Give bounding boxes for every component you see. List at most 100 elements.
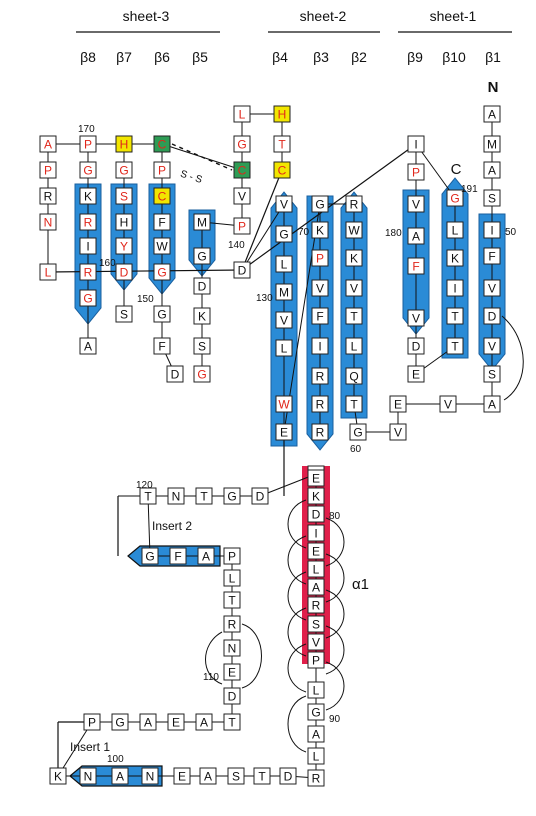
- residue-letter: V: [412, 198, 420, 212]
- residue-box: [407, 135, 425, 153]
- residue: V: [275, 311, 293, 329]
- residue: P: [407, 163, 425, 181]
- residue-letter: R: [316, 398, 325, 412]
- residue-letter: V: [350, 282, 358, 296]
- residue-box: [153, 187, 171, 205]
- residue-number-150: 150: [137, 294, 154, 305]
- residue-number-50: 50: [505, 227, 517, 238]
- residue-box: [483, 189, 501, 207]
- residue-letter: D: [312, 508, 321, 522]
- residue-letter: A: [488, 164, 496, 178]
- residue-box: [439, 395, 457, 413]
- residue-box: [195, 713, 213, 731]
- helix-hbond-arc: [287, 643, 307, 693]
- residue-box: [223, 591, 241, 609]
- residue-box: [233, 187, 251, 205]
- residue: R: [79, 263, 97, 281]
- residue-letter: F: [174, 550, 181, 564]
- disulfide-label: S - S: [179, 169, 204, 186]
- residue-box: [153, 237, 171, 255]
- helix-hbond-arc: [325, 553, 345, 603]
- residue: D: [407, 337, 425, 355]
- residue-box: [275, 195, 293, 213]
- residue-box: [115, 135, 133, 153]
- residue-box: [233, 261, 251, 279]
- residue-letter: I: [86, 240, 89, 254]
- residue-box: [193, 307, 211, 325]
- backbone-connector: [283, 203, 321, 433]
- residue-letter: L: [45, 266, 52, 280]
- residue-box: [233, 161, 251, 179]
- residue-box: [153, 305, 171, 323]
- residue-letter: K: [54, 770, 62, 784]
- residue: H: [115, 213, 133, 231]
- residue-letter: A: [488, 398, 496, 412]
- residue-box: [227, 767, 245, 785]
- residue: V: [275, 195, 293, 213]
- residue-number-80: 80: [329, 511, 341, 522]
- residue-box: [79, 161, 97, 179]
- residue-box: [39, 263, 57, 281]
- c-terminus-label: C: [451, 161, 462, 178]
- residue-letter: A: [204, 770, 212, 784]
- residue-letter: K: [198, 310, 206, 324]
- residue: P: [83, 713, 101, 731]
- residue-number-60: 60: [350, 444, 362, 455]
- residue: G: [115, 161, 133, 179]
- residue: I: [79, 237, 97, 255]
- residue: G: [111, 713, 129, 731]
- residue-letter: S: [312, 618, 320, 632]
- crossover-line: [241, 169, 283, 271]
- residue-letter: G: [227, 490, 236, 504]
- residue: R: [311, 367, 329, 385]
- residue: G: [275, 225, 293, 243]
- residue-box: [446, 249, 464, 267]
- residue: S: [483, 365, 501, 383]
- helix-hbond-arc: [287, 499, 307, 549]
- residue-letter: F: [316, 310, 323, 324]
- residue: A: [483, 395, 501, 413]
- sheet-1-label: sheet-1: [430, 8, 477, 24]
- residue: T: [223, 713, 241, 731]
- helix-hbond-arc: [287, 535, 307, 585]
- residue: M: [275, 283, 293, 301]
- residue-letter: G: [115, 716, 124, 730]
- residue: S: [193, 337, 211, 355]
- residue-box: [311, 423, 329, 441]
- residue-box: [446, 221, 464, 239]
- residue: V: [345, 279, 363, 297]
- residue-letter: T: [144, 490, 152, 504]
- residue-box: [345, 249, 363, 267]
- residue-letter: N: [172, 490, 181, 504]
- residue-box: [307, 681, 325, 699]
- residue-number-140: 140: [228, 240, 245, 251]
- residue-box: [111, 713, 129, 731]
- residue: A: [307, 578, 325, 596]
- residue-box: [307, 505, 325, 523]
- strand-label-b9: β9: [407, 49, 423, 65]
- residue-letter: G: [353, 426, 362, 440]
- residue-box: [407, 163, 425, 181]
- residue-letter: H: [120, 138, 129, 152]
- residue: G: [233, 135, 251, 153]
- residue-box: [307, 651, 325, 669]
- residue-letter: V: [488, 340, 496, 354]
- residue: A: [79, 337, 97, 355]
- residue-letter: D: [120, 266, 129, 280]
- residue: S: [307, 615, 325, 633]
- residue: F: [483, 247, 501, 265]
- residue-box: [275, 423, 293, 441]
- residue: F: [153, 213, 171, 231]
- residue-box: [39, 187, 57, 205]
- residue-box: [173, 767, 191, 785]
- residue-letter: G: [119, 164, 128, 178]
- residue-box: [139, 487, 157, 505]
- residue-box: [307, 578, 325, 596]
- residue: L: [345, 337, 363, 355]
- residue-letter: E: [312, 472, 320, 486]
- residue-box: [197, 547, 215, 565]
- residue-letter: R: [316, 370, 325, 384]
- residue-letter: C: [158, 138, 167, 152]
